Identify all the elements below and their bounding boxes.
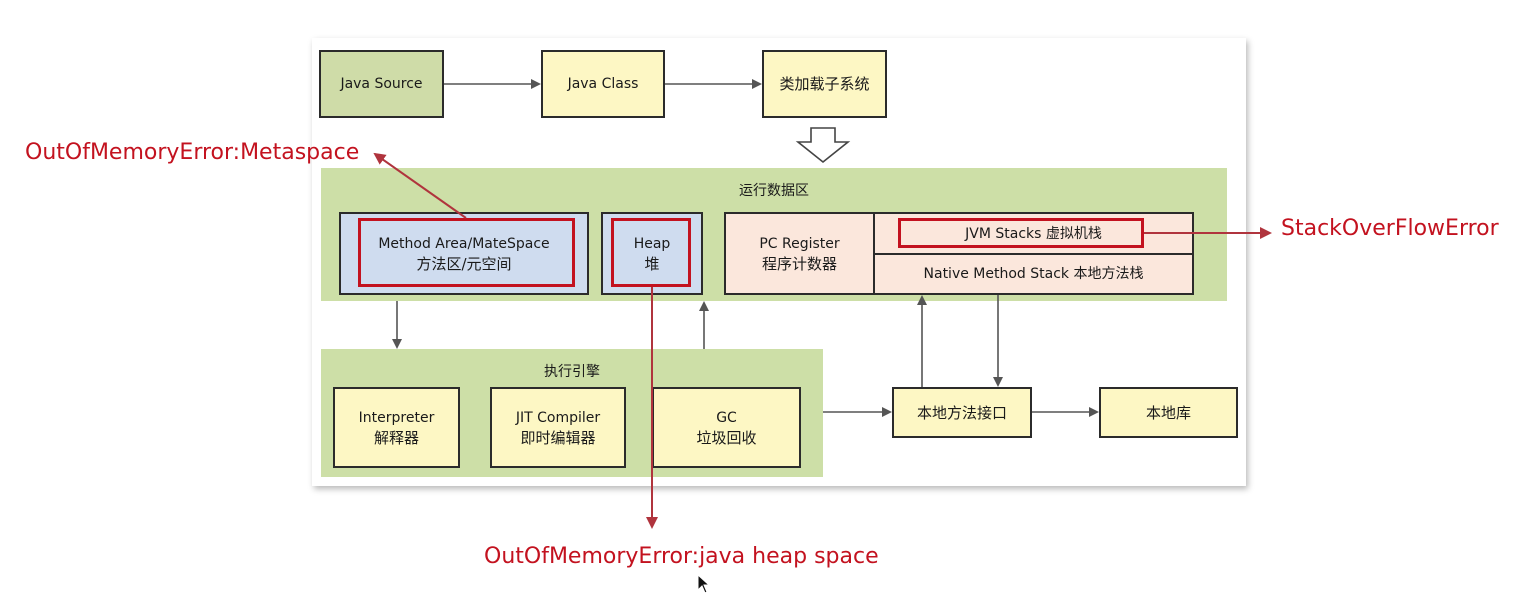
execution-engine-title: 执行引擎 bbox=[544, 364, 600, 380]
native-method-stack-box: Native Method Stack 本地方法栈 bbox=[873, 253, 1194, 295]
heap-box: Heap 堆 bbox=[601, 212, 703, 295]
class-loader-label: 类加载子系统 bbox=[779, 75, 870, 93]
java-class-box: Java Class bbox=[541, 50, 665, 118]
native-library-label: 本地库 bbox=[1145, 403, 1191, 422]
method-area-label-cn: 方法区/元空间 bbox=[416, 254, 512, 273]
gc-box: GC 垃圾回收 bbox=[652, 387, 801, 468]
heap-highlight bbox=[611, 218, 691, 287]
method-area-label-en: Method Area/MateSpace bbox=[378, 235, 550, 252]
mouse-cursor-icon bbox=[697, 574, 711, 594]
runtime-data-area-title: 运行数据区 bbox=[739, 183, 809, 199]
interpreter-label-en: Interpreter bbox=[358, 409, 435, 426]
class-loader-box: 类加载子系统 bbox=[762, 50, 887, 118]
heap-label-en: Heap bbox=[633, 235, 671, 252]
interpreter-box: Interpreter 解释器 bbox=[333, 387, 460, 468]
error-metaspace-label: OutOfMemoryError:Metaspace bbox=[25, 140, 360, 165]
pc-register-label-en: PC Register bbox=[759, 235, 840, 252]
jit-compiler-box: JIT Compiler 即时编辑器 bbox=[490, 387, 626, 468]
heap-label-cn: 堆 bbox=[644, 254, 660, 273]
method-area-highlight bbox=[358, 218, 575, 287]
error-stack-label: StackOverFlowError bbox=[1281, 216, 1499, 241]
native-method-stack-label: Native Method Stack 本地方法栈 bbox=[923, 266, 1144, 282]
error-arrow-metaspace bbox=[373, 152, 467, 219]
java-class-label: Java Class bbox=[567, 76, 639, 92]
jvm-stacks-highlight bbox=[898, 218, 1144, 248]
jit-compiler-label-en: JIT Compiler bbox=[515, 409, 601, 426]
interpreter-label-cn: 解释器 bbox=[373, 428, 419, 447]
gc-label-cn: 垃圾回收 bbox=[696, 428, 757, 447]
pc-register-box: PC Register 程序计数器 bbox=[724, 212, 875, 295]
jit-compiler-label-cn: 即时编辑器 bbox=[520, 428, 596, 447]
native-interface-box: 本地方法接口 bbox=[892, 387, 1032, 438]
gc-label-en: GC bbox=[716, 409, 737, 426]
method-area-box: Method Area/MateSpace 方法区/元空间 bbox=[339, 212, 589, 295]
hollow-down-arrow bbox=[795, 127, 851, 164]
native-library-box: 本地库 bbox=[1099, 387, 1238, 438]
error-heap-label: OutOfMemoryError:java heap space bbox=[484, 544, 879, 569]
java-source-label: Java Source bbox=[340, 76, 423, 92]
jvm-stacks-label: JVM Stacks 虚拟机栈 bbox=[965, 225, 1102, 242]
native-interface-label: 本地方法接口 bbox=[916, 403, 1007, 422]
java-source-box: Java Source bbox=[319, 50, 444, 118]
pc-register-label-cn: 程序计数器 bbox=[761, 254, 837, 273]
